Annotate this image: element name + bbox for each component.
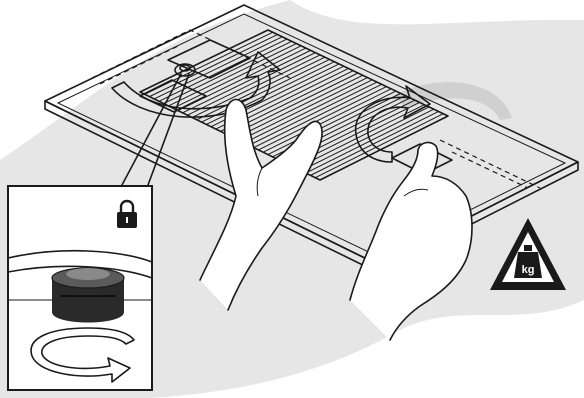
weight-warning-label: kg xyxy=(522,264,535,276)
detail-screw xyxy=(52,268,124,323)
